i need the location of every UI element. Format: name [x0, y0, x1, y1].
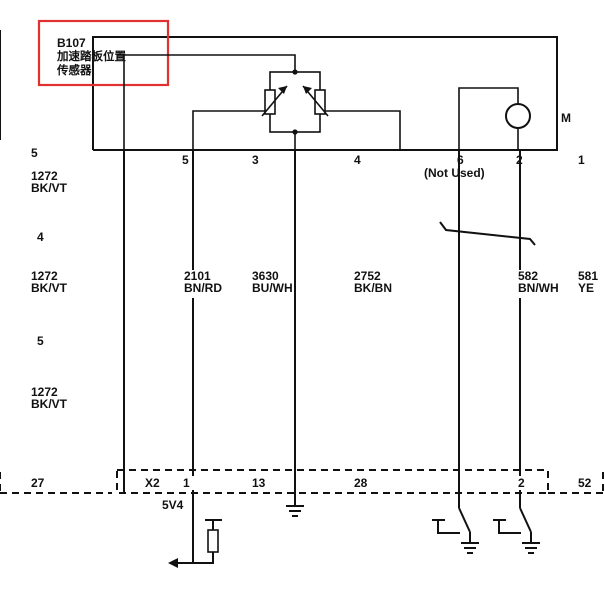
component-box: [92, 36, 558, 151]
switch1-fixed-contact: [437, 520, 460, 534]
row2-wire-num: 1272: [31, 385, 58, 399]
supply-label: 5V4: [162, 498, 184, 512]
conn-pin-27: 27: [31, 476, 45, 490]
row1-wire-color: BK/VT: [31, 281, 68, 295]
component-code: B107: [57, 36, 86, 50]
wire-num-left-top: 1272: [31, 169, 58, 183]
motor-wire-left: [458, 87, 519, 150]
pin-label-3: 3: [252, 153, 259, 167]
pullup-resistor-icon: [207, 529, 219, 553]
conn-pin-2: 2: [518, 476, 525, 490]
wire-num-2752: 2752: [354, 269, 381, 283]
row2-pin: 5: [37, 334, 44, 348]
wiper-arrowhead-left-icon: [278, 86, 287, 94]
internal-wire-pin4: [325, 110, 401, 150]
connector-x2-outline: [116, 469, 549, 494]
wire-num-3630: 3630: [252, 269, 279, 283]
pin-label-5: 5: [182, 153, 189, 167]
pullup-wire-bottom: [172, 552, 214, 564]
pin-mask-2: [516, 476, 526, 490]
motor-icon: [505, 103, 531, 129]
conn-pin-1: 1: [183, 476, 190, 490]
wire-color-581: YE: [578, 281, 594, 295]
junction-dot-top: [292, 69, 298, 75]
component-name-line1: 加速踏板位置: [56, 49, 126, 63]
pin-label-left: 5: [31, 146, 38, 160]
pin-label-1: 1: [578, 153, 585, 167]
wire-num-2101: 2101: [184, 269, 211, 283]
switch1-blade: [458, 507, 471, 533]
row2-wire-color: BK/VT: [31, 397, 68, 411]
motor-label: M: [561, 111, 571, 125]
resistor-element-left: [264, 89, 276, 115]
output-arrow-icon: [168, 558, 178, 568]
wire-color-2101: BN/RD: [184, 281, 222, 295]
row1-wire-num: 1272: [31, 269, 58, 283]
wire-color-3630: BU/WH: [252, 281, 293, 295]
wire-color-2752: BK/BN: [354, 281, 392, 295]
resistor-element-right: [314, 89, 326, 115]
break-symbol: [439, 221, 536, 246]
wire-color-left-top: BK/VT: [31, 181, 68, 195]
switch2-fixed-contact: [498, 520, 521, 534]
internal-wire-pin5: [192, 110, 265, 150]
pin-label-6: 6: [457, 153, 464, 167]
switch2-blade: [519, 507, 532, 533]
conn-pin-28: 28: [354, 476, 368, 490]
potentiometer-frame: [269, 71, 321, 133]
label-highlight-box: [37, 19, 170, 87]
label-mask-582: [517, 270, 563, 298]
wiper-arrowhead-right-icon: [303, 86, 312, 94]
wire-num-581: 581: [578, 269, 598, 283]
wire-num-582: 582: [518, 269, 538, 283]
pin-6-note: (Not Used): [424, 166, 485, 180]
conn-pin-13: 13: [252, 476, 266, 490]
conn-pin-52: 52: [578, 476, 592, 490]
label-mask-2101: [183, 270, 225, 298]
pin-mask-1: [182, 476, 194, 490]
conn-name-x2: X2: [145, 476, 160, 490]
component-name-line2: 传感器: [56, 63, 92, 77]
wire-color-582: BN/WH: [518, 281, 559, 295]
pin-label-4: 4: [354, 153, 361, 167]
row1-pin: 4: [37, 230, 44, 244]
internal-wire-left: [123, 54, 296, 150]
